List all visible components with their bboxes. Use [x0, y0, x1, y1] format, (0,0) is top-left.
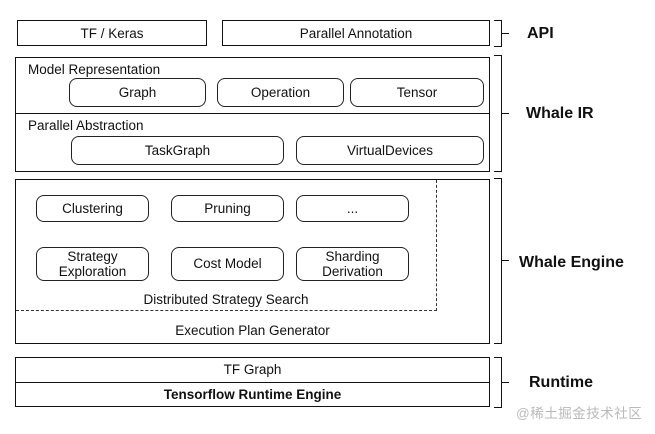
tf-keras-label: TF / Keras — [80, 25, 144, 41]
whale-engine-container: Clustering Pruning ... Strategy Explorat… — [15, 179, 490, 344]
api-section-label: API — [527, 25, 554, 42]
strategy-exploration-chip-label: Strategy Exploration — [58, 248, 127, 279]
parallel-annotation-label: Parallel Annotation — [299, 25, 413, 41]
virtualdevices-chip: VirtualDevices — [296, 136, 484, 165]
operation-chip: Operation — [217, 78, 344, 107]
runtime-container: TF Graph Tensorflow Runtime Engine — [15, 357, 490, 407]
api-brace — [494, 20, 509, 47]
tf-graph-box: TF Graph — [16, 358, 489, 383]
clustering-chip: Clustering — [36, 195, 149, 222]
cost-model-chip: Cost Model — [171, 247, 284, 281]
graph-chip-label: Graph — [118, 84, 157, 100]
whale-ir-brace-tick — [502, 112, 509, 114]
api-box-tf-keras: TF / Keras — [17, 20, 207, 46]
virtualdevices-chip-label: VirtualDevices — [346, 142, 434, 158]
tensorflow-runtime-engine-label: Tensorflow Runtime Engine — [163, 386, 342, 402]
whale-ir-brace — [494, 55, 509, 172]
more-strategies-chip-label: ... — [346, 200, 359, 216]
sharding-derivation-chip: Sharding Derivation — [296, 247, 409, 281]
model-representation-title: Model Representation — [28, 62, 161, 77]
whale-engine-section-label: Whale Engine — [519, 254, 624, 271]
api-brace-tick — [502, 32, 509, 34]
execution-plan-generator-label: Execution Plan Generator — [175, 323, 330, 338]
runtime-brace — [494, 357, 509, 408]
sharding-derivation-chip-label: Sharding Derivation — [322, 248, 383, 279]
clustering-chip-label: Clustering — [62, 200, 123, 216]
whale-engine-brace-tick — [502, 260, 509, 261]
cost-model-chip-label: Cost Model — [193, 256, 262, 272]
more-strategies-chip: ... — [296, 195, 409, 222]
tensor-chip-label: Tensor — [396, 84, 438, 100]
graph-chip: Graph — [69, 78, 206, 107]
watermark: @稀土掘金技术社区 — [516, 406, 643, 421]
parallel-abstraction-section: Parallel Abstraction TaskGraph VirtualDe… — [16, 114, 489, 170]
tf-graph-label: TF Graph — [223, 362, 282, 378]
whale-engine-brace — [494, 178, 509, 344]
tensor-chip: Tensor — [350, 78, 484, 107]
runtime-section-label: Runtime — [529, 374, 593, 391]
distributed-strategy-search-region: Clustering Pruning ... Strategy Explorat… — [16, 180, 437, 311]
whale-ir-container: Model Representation Graph Operation Ten… — [15, 57, 490, 172]
strategy-exploration-chip: Strategy Exploration — [36, 247, 149, 281]
runtime-brace-tick — [502, 381, 509, 383]
taskgraph-chip: TaskGraph — [71, 136, 284, 165]
api-box-parallel-annotation: Parallel Annotation — [222, 20, 490, 46]
whale-ir-section-label: Whale IR — [526, 105, 594, 122]
taskgraph-chip-label: TaskGraph — [144, 142, 211, 158]
tensorflow-runtime-engine-box: Tensorflow Runtime Engine — [16, 383, 489, 407]
pruning-chip-label: Pruning — [204, 200, 251, 216]
distributed-strategy-search-label: Distributed Strategy Search — [143, 292, 309, 307]
operation-chip-label: Operation — [250, 84, 311, 100]
pruning-chip: Pruning — [171, 195, 284, 222]
parallel-abstraction-title: Parallel Abstraction — [28, 118, 144, 133]
model-representation-section: Model Representation Graph Operation Ten… — [16, 58, 489, 114]
